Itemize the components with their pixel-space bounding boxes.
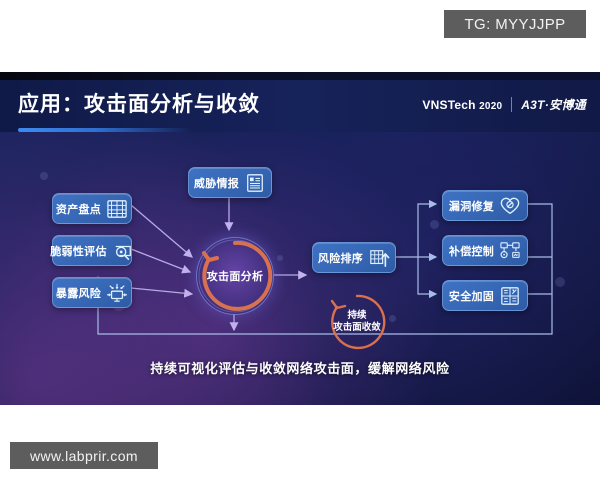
- document-list-icon: [247, 173, 264, 192]
- grid-up-arrow-icon: [370, 249, 390, 267]
- bokeh-dot: [555, 277, 565, 287]
- brand-lockup: VNSTech 2020 A3T·安博通: [422, 96, 586, 113]
- magnifier-scan-icon: [115, 245, 131, 260]
- heart-repair-icon: [500, 197, 520, 214]
- slide-caption: 持续可视化评估与收敛网络攻击面，缓解网络风险: [150, 361, 450, 376]
- node-label: 脆弱性评估: [50, 245, 107, 258]
- refresh-cycle-icon: [198, 239, 273, 313]
- node-vulnerability-remediation[interactable]: 漏洞修复: [442, 190, 528, 221]
- node-label: 补偿控制: [448, 245, 495, 258]
- node-asset-inventory[interactable]: 资产盘点: [52, 193, 132, 224]
- bokeh-dot: [430, 220, 439, 229]
- node-vulnerability-assessment[interactable]: 脆弱性评估: [50, 235, 132, 266]
- node-label: 威胁情报: [193, 177, 240, 190]
- node-label: 攻击面分析: [206, 271, 264, 283]
- slide-header: [0, 80, 600, 132]
- top-watermark: TG: MYYJJPP: [444, 10, 586, 38]
- circular-arrow-icon: [330, 294, 386, 350]
- bokeh-dot: [40, 172, 48, 180]
- node-label: 资产盘点: [55, 203, 102, 216]
- shield-grid-icon: [501, 286, 519, 305]
- node-attack-surface-analysis[interactable]: 攻击面分析: [196, 237, 274, 315]
- title-underline: [18, 128, 193, 132]
- abacus-icon: [107, 199, 127, 218]
- node-label: 暴露风险: [55, 287, 102, 300]
- bottom-watermark: www.labprir.com: [10, 442, 158, 469]
- brand-product-name: VNSTech: [422, 97, 476, 112]
- node-threat-intelligence[interactable]: 威胁情报: [188, 167, 272, 198]
- bokeh-dot: [277, 255, 283, 261]
- loop-line-2: 攻击面收敛: [333, 322, 381, 333]
- node-label: 风险排序: [317, 252, 364, 265]
- network-control-icon: [500, 241, 520, 258]
- monitor-exposure-icon: [107, 283, 128, 302]
- page-title: 应用：攻击面分析与收敛: [18, 93, 260, 116]
- presentation-slide: 应用：攻击面分析与收敛 VNSTech 2020 A3T·安博通: [0, 72, 600, 405]
- node-risk-ranking[interactable]: 风险排序: [312, 242, 396, 273]
- loop-line-1: 持续: [347, 310, 367, 322]
- node-label: 持续 攻击面收敛: [333, 310, 381, 334]
- node-label: 安全加固: [448, 290, 495, 303]
- node-label: 漏洞修复: [448, 200, 495, 213]
- brand-company: A3T·安博通: [521, 98, 586, 112]
- brand-product: VNSTech 2020: [422, 98, 502, 112]
- node-exposure-risk[interactable]: 暴露风险: [52, 277, 132, 308]
- node-compensating-control[interactable]: 补偿控制: [442, 235, 528, 266]
- slide-top-band: [0, 72, 600, 80]
- brand-divider: [511, 97, 513, 112]
- node-security-hardening[interactable]: 安全加固: [442, 280, 528, 311]
- bokeh-dot: [389, 315, 396, 322]
- brand-year: 2020: [479, 100, 503, 112]
- node-continuous-reduction[interactable]: 持续 攻击面收敛: [325, 290, 389, 354]
